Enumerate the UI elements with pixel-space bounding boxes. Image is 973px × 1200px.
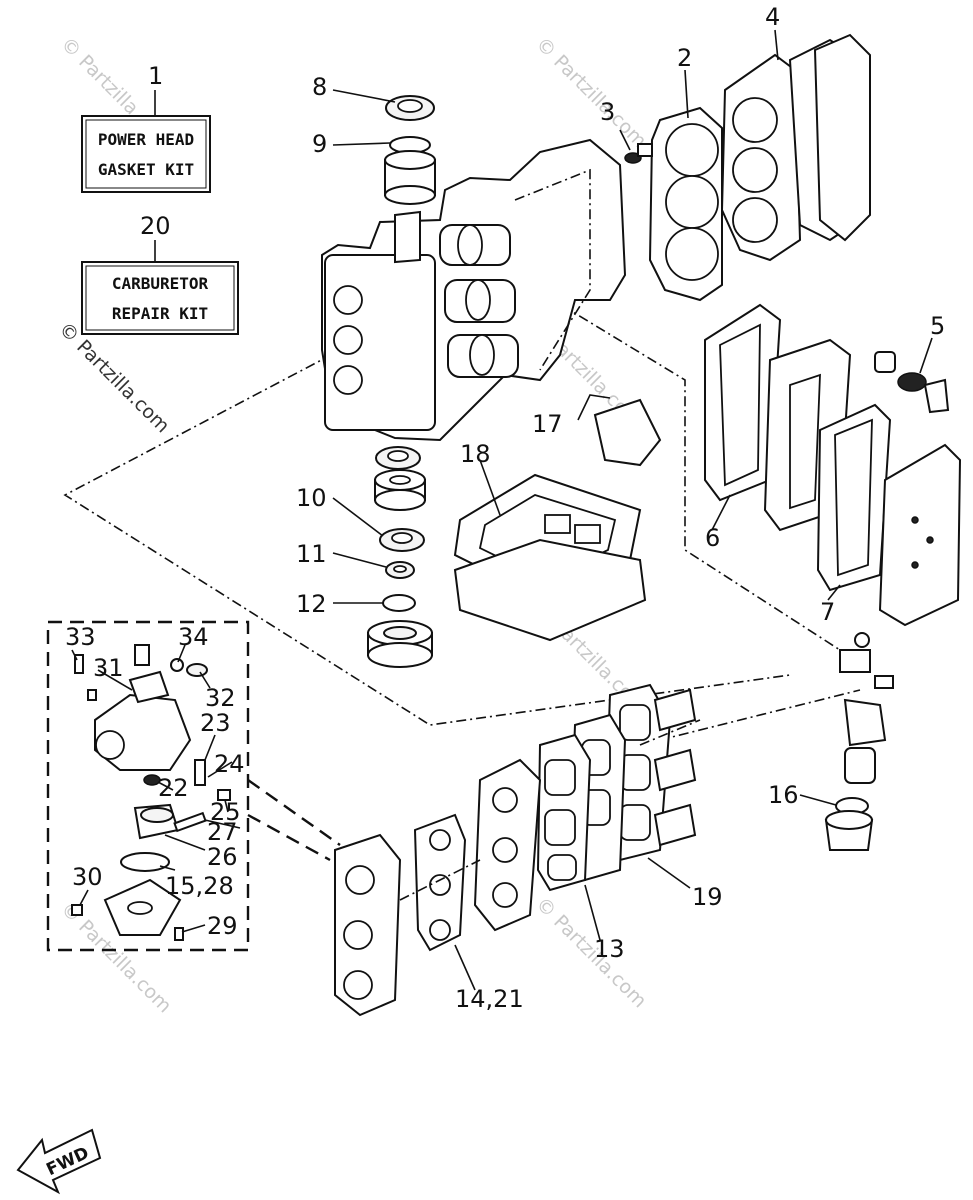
reed-valve-19 xyxy=(603,683,697,862)
callouts: 8 9 3 2 4 5 17 18 6 7 10 11 12 16 19 13 … xyxy=(65,3,945,1013)
callout-19: 19 xyxy=(692,883,723,911)
intake-gasket-13 xyxy=(536,733,592,892)
anode-17 xyxy=(593,398,662,467)
fwd-arrow-icon: FWD xyxy=(16,1128,102,1195)
callout-8: 8 xyxy=(312,73,327,101)
kit-20-line2: REPAIR KIT xyxy=(112,304,208,323)
callout-15-28: 15,28 xyxy=(165,872,234,900)
kit-20-line1: CARBURETOR xyxy=(112,274,209,293)
exhaust-cover xyxy=(878,443,962,627)
watermark-dark: © Partzilla.com xyxy=(54,318,173,437)
callout-33: 33 xyxy=(65,623,96,651)
callout-34: 34 xyxy=(178,623,209,651)
kit-power-head: 1 POWER HEAD GASKET KIT xyxy=(81,62,211,193)
callout-12: 12 xyxy=(296,590,327,618)
carburetors xyxy=(334,833,402,1017)
oil-seal-11 xyxy=(385,561,415,579)
callout-31: 31 xyxy=(93,654,124,682)
callout-25: 25 xyxy=(210,798,241,826)
callout-7: 7 xyxy=(820,598,835,626)
carb-gasket-14 xyxy=(413,813,467,952)
base-gasket-18 xyxy=(453,473,647,642)
bolt-3 xyxy=(624,143,653,164)
kit-number-20: 20 xyxy=(140,212,171,240)
seal-housing xyxy=(367,620,433,668)
exhaust-gasket-7 xyxy=(816,403,892,592)
cylinder-head-4 xyxy=(720,33,871,262)
carburetor-detail-box xyxy=(46,620,250,952)
callout-13: 13 xyxy=(594,935,625,963)
oil-seal-8 xyxy=(385,95,435,121)
o-ring-12 xyxy=(382,594,416,612)
callout-17: 17 xyxy=(532,410,563,438)
exhaust-gasket-6 xyxy=(704,303,782,502)
callout-5: 5 xyxy=(930,312,945,340)
kit-number-1: 1 xyxy=(148,62,163,90)
bearing-top xyxy=(384,150,436,205)
callout-3: 3 xyxy=(600,98,615,126)
callout-22: 22 xyxy=(158,774,189,802)
callout-32: 32 xyxy=(205,684,236,712)
callout-23: 23 xyxy=(200,709,231,737)
thermostat-5 xyxy=(874,351,950,414)
watermark-2: © Partzilla.com xyxy=(531,33,650,152)
intake-manifold xyxy=(473,758,542,932)
oil-seal-10 xyxy=(379,528,425,552)
crankcase-block xyxy=(321,138,627,442)
watermark-6: © Partzilla.com xyxy=(531,893,650,1012)
callout-26: 26 xyxy=(207,843,238,871)
callout-10: 10 xyxy=(296,484,327,512)
thermostat-cover xyxy=(824,810,874,851)
callout-24: 24 xyxy=(214,750,245,778)
callout-2: 2 xyxy=(677,44,692,72)
head-gasket-2 xyxy=(648,106,723,302)
callout-18: 18 xyxy=(460,440,491,468)
callout-6: 6 xyxy=(705,524,720,552)
bearing-lower xyxy=(374,469,426,511)
callout-29: 29 xyxy=(207,912,238,940)
carburetor-detail xyxy=(71,644,231,941)
callout-11: 11 xyxy=(296,540,327,568)
kit-1-line1: POWER HEAD xyxy=(98,130,194,149)
callout-4: 4 xyxy=(765,3,780,31)
callout-30: 30 xyxy=(72,863,103,891)
leader-lines xyxy=(71,29,933,991)
callout-14-21: 14,21 xyxy=(455,985,524,1013)
kit-carburetor: 20 CARBURETOR REPAIR KIT xyxy=(81,212,239,335)
callout-9: 9 xyxy=(312,130,327,158)
kit-1-line2: GASKET KIT xyxy=(98,160,194,179)
oil-seal-lower xyxy=(375,446,421,470)
callout-16: 16 xyxy=(768,781,799,809)
callout-27: 27 xyxy=(207,818,238,846)
thermostat-housing xyxy=(839,632,894,784)
